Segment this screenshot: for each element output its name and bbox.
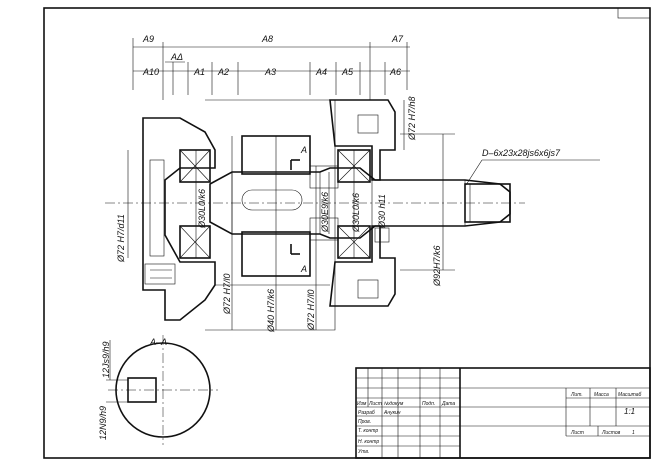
tb-role-razrab: Разраб bbox=[358, 410, 375, 416]
dim-a2: A2 bbox=[217, 67, 229, 77]
label-40-h7-k6: Ø40 H7/k6 bbox=[266, 289, 276, 333]
tb-sheets-label: Листов bbox=[601, 430, 621, 436]
dim-a8: A8 bbox=[261, 34, 273, 44]
spline-label: D–6x23x28js6x6js7 bbox=[482, 148, 561, 158]
label-12-js9-h9: 12Js9/h9 bbox=[101, 341, 111, 378]
section-a-a: A–A bbox=[106, 335, 218, 445]
label-72-h7-d11: Ø72 H7/d11 bbox=[116, 214, 126, 263]
label-30-h11: Ø30 h11 bbox=[377, 194, 387, 229]
dim-a9: A9 bbox=[142, 34, 154, 44]
label-30l0-k6-right: Ø30L0/k6 bbox=[351, 193, 361, 233]
label-92-h7-k6: Ø92H7/k6 bbox=[432, 245, 442, 287]
tb-col-docnum: №докум bbox=[384, 401, 404, 407]
label-30e9-k6: Ø30E9/k6 bbox=[320, 192, 330, 233]
dimension-lines bbox=[132, 38, 410, 100]
tb-lit-label: Лит. bbox=[570, 392, 583, 398]
tb-role-nkontr: Н. контр bbox=[358, 439, 379, 445]
dim-a7: A7 bbox=[391, 34, 404, 44]
section-mark-bottom: A bbox=[300, 264, 307, 274]
label-72-h7-l0-b: Ø72 H7/l0 bbox=[306, 289, 316, 331]
label-30l0-k6-left: Ø30L0/k6 bbox=[197, 189, 207, 229]
tb-col-sign: Подп. bbox=[422, 401, 435, 407]
vertical-dim-lines bbox=[127, 100, 455, 330]
dim-a4: A4 bbox=[315, 67, 327, 77]
spline-leader bbox=[465, 159, 483, 186]
tb-sheet-label: Лист bbox=[570, 430, 584, 436]
dim-adelta: AΔ bbox=[170, 52, 183, 62]
tb-col-list: Лист bbox=[368, 401, 382, 407]
stamp-box bbox=[617, 7, 651, 19]
dim-a3: A3 bbox=[264, 67, 276, 77]
cut-line-marks bbox=[290, 159, 300, 255]
tb-col-izm: Изм bbox=[357, 401, 367, 407]
dim-a6: A6 bbox=[389, 67, 401, 77]
dim-a1: A1 bbox=[193, 67, 205, 77]
label-72-h7-l0-a: Ø72 H7/l0 bbox=[222, 273, 232, 315]
dim-a10: A10 bbox=[142, 67, 159, 77]
tb-role-tkontr: Т. контр bbox=[358, 428, 378, 434]
section-mark-top: A bbox=[300, 145, 307, 155]
tb-scale-label: Масштаб bbox=[618, 392, 642, 398]
tb-name-razrab: Анукин bbox=[383, 410, 401, 416]
section-title: A–A bbox=[149, 337, 167, 347]
tb-role-utv: Утв. bbox=[358, 449, 369, 455]
title-block bbox=[355, 367, 651, 459]
tb-col-date: Дата bbox=[441, 401, 455, 407]
tb-mass-label: Масса bbox=[594, 392, 609, 398]
label-12-n9-h9: 12N9/h9 bbox=[98, 406, 108, 440]
tb-role-prov: Пров. bbox=[358, 419, 371, 425]
dim-a5: A5 bbox=[341, 67, 354, 77]
drawing-frame bbox=[43, 7, 651, 459]
tb-sheets-value: 1 bbox=[632, 430, 635, 436]
tb-scale-value: 1:1 bbox=[624, 407, 635, 416]
label-72-h7-h8: Ø72 H7/h8 bbox=[407, 96, 417, 141]
